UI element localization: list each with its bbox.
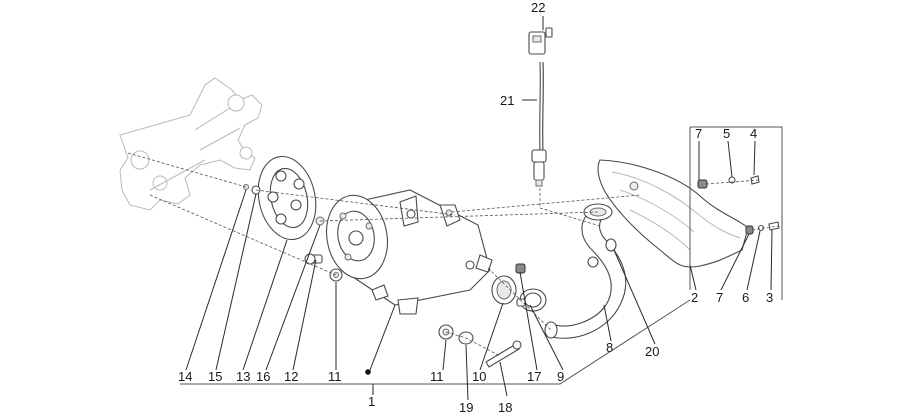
callout-11-right: 11	[430, 369, 444, 384]
bracket-frames	[180, 126, 783, 385]
callout-4: 4	[750, 126, 757, 141]
cover-fasteners	[697, 175, 780, 235]
callout-16: 16	[256, 369, 270, 384]
callout-19: 19	[459, 400, 473, 413]
callout-10: 10	[472, 369, 486, 384]
gasket-20	[605, 238, 617, 252]
callout-15: 15	[208, 369, 222, 384]
callout-labels: 22 21 7 5 4 2 7 6 3 8 20 14 15 13 16 12 …	[178, 0, 773, 415]
callout-9: 9	[557, 369, 564, 384]
callout-7-bottom: 7	[716, 290, 723, 305]
bolt-12	[304, 253, 323, 265]
silencer-cover	[597, 159, 749, 268]
callout-6: 6	[742, 290, 749, 305]
callout-2: 2	[691, 290, 698, 305]
alignment-lines	[127, 152, 779, 357]
callout-12: 12	[284, 369, 298, 384]
callout-21: 21	[500, 93, 514, 108]
gasket-10	[491, 275, 517, 305]
engine-frame-ghost	[119, 77, 263, 211]
callout-7-top: 7	[695, 126, 702, 141]
callout-5: 5	[723, 126, 730, 141]
heat-shield-plate	[257, 155, 317, 241]
callout-18: 18	[498, 400, 512, 413]
bolt-18	[485, 340, 522, 368]
callout-11-left: 11	[328, 369, 342, 384]
exhaust-pipe	[544, 203, 627, 339]
lambda-sensor	[531, 61, 547, 187]
leader-lines	[185, 16, 773, 401]
callout-dot	[365, 369, 371, 375]
sensor-connector	[528, 27, 553, 55]
pipe-clamp-9	[519, 288, 547, 312]
callout-22: 22	[531, 0, 545, 15]
callout-14: 14	[178, 369, 192, 384]
callout-3: 3	[766, 290, 773, 305]
callout-20: 20	[645, 344, 659, 359]
callout-8: 8	[606, 340, 613, 355]
callout-17: 17	[527, 369, 541, 384]
callout-1: 1	[368, 394, 375, 409]
nut-17	[515, 263, 526, 307]
callout-13: 13	[236, 369, 250, 384]
muffler-body	[326, 189, 493, 315]
